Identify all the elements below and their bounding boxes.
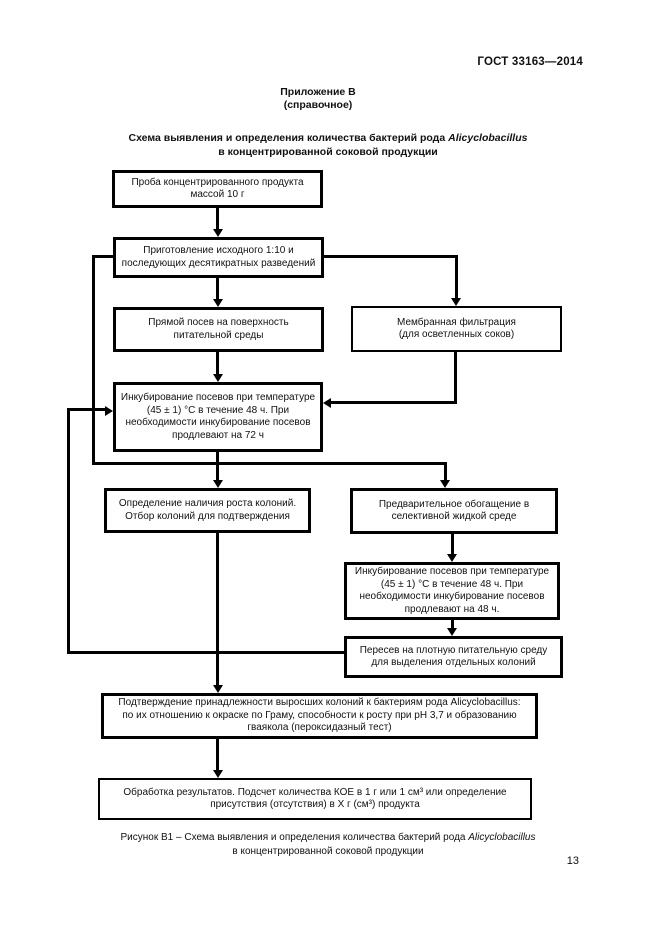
- flow-arrow-down-icon: [440, 480, 450, 488]
- box-text: Инкубирование посевов при температуре (4…: [354, 566, 550, 615]
- box-text: Обработка результатов. Подсчет количеств…: [123, 786, 507, 811]
- connector-line: [454, 351, 457, 404]
- box-text: Подтверждение принадлежности выросших ко…: [118, 697, 521, 734]
- flowchart-box-sample: Проба концентрированного продукта массой…: [112, 170, 323, 208]
- figure-title-text: Схема выявления и определения количества…: [128, 132, 449, 144]
- box-text: Приготовление исходного 1:10 и последующ…: [121, 245, 316, 269]
- connector-line: [92, 255, 95, 465]
- connector-line: [92, 462, 447, 465]
- box-text: Инкубирование посевов при температуре (4…: [120, 392, 316, 441]
- figure-title-genus: Alicyclobacillus: [448, 132, 528, 144]
- figure-caption-line2: в концентрированной соковой продукции: [232, 846, 424, 857]
- connector-line: [67, 408, 107, 411]
- figure-caption: Рисунок В1 – Схема выявления и определен…: [48, 831, 608, 859]
- flowchart-box-direct-plating: Прямой посев на поверхность питательной …: [113, 307, 324, 352]
- appendix-note: (справочное): [283, 99, 353, 111]
- connector-line: [216, 208, 219, 230]
- connector-line: [216, 278, 219, 300]
- box-text: Пересев на плотную питательную среду для…: [359, 644, 548, 669]
- flow-arrow-right-icon: [105, 406, 113, 416]
- figure-title-line1: Схема выявления и определения количества…: [48, 131, 608, 145]
- figure-title-line2: в концентрированной соковой продукции: [218, 146, 438, 158]
- box-text: Прямой посев на поверхность питательной …: [148, 317, 289, 341]
- connector-line: [216, 451, 219, 481]
- flowchart-box-incubation-72h: Инкубирование посевов при температуре (4…: [113, 382, 323, 452]
- connector-line: [216, 351, 219, 375]
- flow-arrow-down-icon: [447, 628, 457, 636]
- flow-arrow-down-icon: [213, 480, 223, 488]
- flowchart-box-incubation-48h: Инкубирование посевов при температуре (4…: [344, 562, 560, 620]
- flowchart-box-results-processing: Обработка результатов. Подсчет количеств…: [98, 778, 532, 820]
- flow-arrow-down-icon: [213, 229, 223, 237]
- connector-line: [216, 532, 219, 686]
- flowchart-box-colony-growth-check: Определение наличия роста колоний. Отбор…: [104, 488, 311, 533]
- connector-line: [455, 255, 458, 299]
- appendix-label: Приложение В: [280, 86, 356, 98]
- flow-arrow-down-icon: [213, 770, 223, 778]
- box-text: Мембранная фильтрация (для осветленных с…: [397, 316, 516, 341]
- flow-arrow-down-icon: [451, 298, 461, 306]
- connector-line: [322, 255, 458, 258]
- page-number: 13: [566, 855, 579, 867]
- figure-caption-text: Рисунок В1 – Схема выявления и определен…: [120, 832, 469, 843]
- connector-line: [92, 255, 113, 258]
- flow-arrow-down-icon: [213, 685, 223, 693]
- figure-caption-line1: Рисунок В1 – Схема выявления и определен…: [48, 831, 608, 845]
- flowchart-box-dilutions: Приготовление исходного 1:10 и последующ…: [113, 237, 324, 278]
- connector-line: [67, 408, 70, 654]
- flowchart-box-pre-enrichment: Предварительное обогащение в селективной…: [350, 488, 558, 534]
- connector-line: [451, 619, 454, 629]
- figure-caption-genus: Alicyclobacillus: [468, 832, 536, 843]
- flowchart-box-membrane-filtration: Мембранная фильтрация (для осветленных с…: [351, 306, 562, 352]
- doc-number: ГОСТ 33163—2014: [477, 56, 583, 68]
- flowchart-box-confirmation: Подтверждение принадлежности выросших ко…: [101, 693, 538, 739]
- figure-title: Схема выявления и определения количества…: [48, 131, 608, 159]
- box-text: Определение наличия роста колоний. Отбор…: [118, 498, 297, 522]
- box-text: Проба концентрированного продукта массой…: [131, 176, 304, 201]
- flow-arrow-down-icon: [447, 554, 457, 562]
- box-text: Предварительное обогащение в селективной…: [378, 498, 530, 523]
- connector-line: [444, 462, 447, 481]
- connector-line: [216, 738, 219, 771]
- flow-arrow-down-icon: [213, 299, 223, 307]
- appendix-heading: Приложение В (справочное): [68, 86, 568, 112]
- flowchart-box-replating: Пересев на плотную питательную среду для…: [344, 636, 563, 678]
- connector-line: [329, 401, 457, 404]
- connector-line: [67, 651, 344, 654]
- flow-arrow-down-icon: [213, 374, 223, 382]
- flow-arrow-left-icon: [323, 398, 331, 408]
- connector-line: [451, 533, 454, 555]
